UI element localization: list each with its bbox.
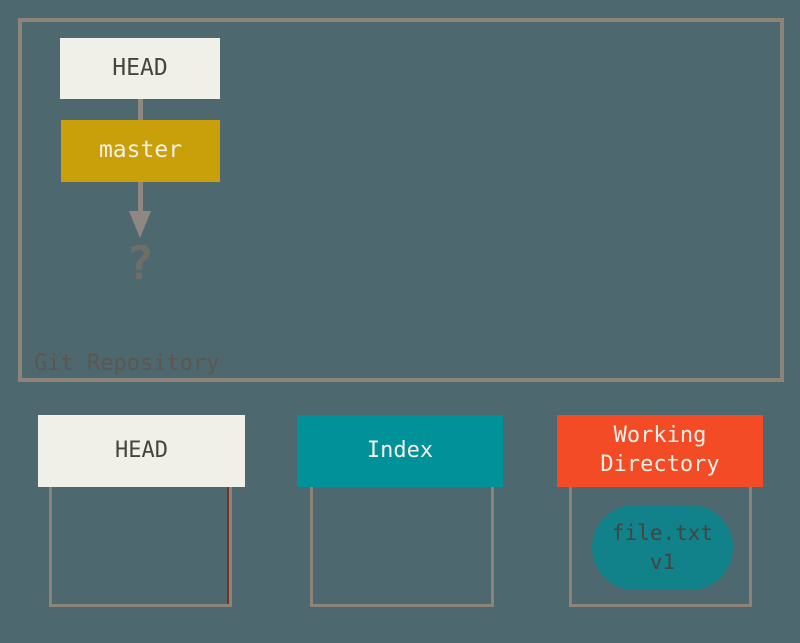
unborn-commit-symbol: ? [126, 236, 154, 290]
column-working-directory-label: Working Directory [600, 423, 720, 477]
head-to-master-connector [138, 99, 143, 120]
git-repository-container: Git Repository [18, 18, 784, 382]
column-index-box: Index [297, 415, 503, 487]
column-working-directory-box: Working Directory [557, 415, 763, 487]
file-node: file.txt v1 [592, 505, 733, 590]
master-arrow-head-icon [129, 211, 151, 238]
git-repository-label: Git Repository [34, 351, 220, 376]
head-content-area [49, 487, 232, 607]
master-branch-box: master [61, 120, 220, 182]
column-head-box: HEAD [38, 415, 245, 487]
file-name: file.txt [611, 521, 714, 546]
file-version: v1 [649, 549, 676, 574]
column-head-label: HEAD [115, 437, 168, 463]
column-index-label: Index [366, 437, 434, 463]
master-branch-label: master [98, 137, 183, 164]
head-area-red-edge-line [227, 487, 229, 604]
head-pointer-box: HEAD [60, 38, 220, 99]
index-content-area [310, 487, 494, 607]
master-arrow-line [138, 182, 143, 212]
head-pointer-label: HEAD [112, 54, 168, 81]
working-directory-content-area [569, 487, 752, 607]
